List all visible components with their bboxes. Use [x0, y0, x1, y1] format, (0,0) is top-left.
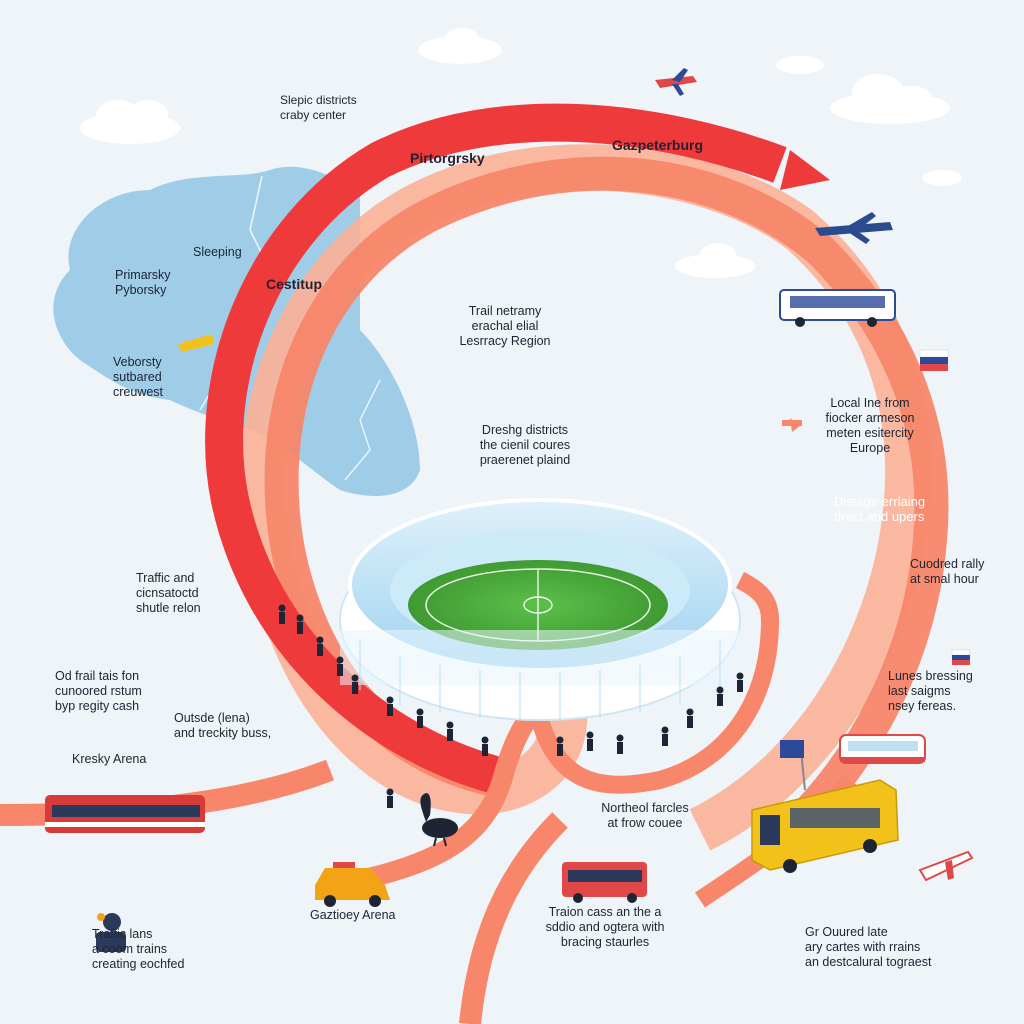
- city-bus-icon: [562, 862, 647, 903]
- transit-arcs: [0, 103, 949, 1024]
- primorsky-label: Primarsky Pyborsky: [115, 268, 171, 297]
- outside-arena-label: Outsde (lena) and treckity buss,: [174, 711, 272, 740]
- vyborgsky-label: Veborsty sutbared creuwest: [113, 355, 164, 399]
- yellow-bus-icon: [751, 779, 899, 873]
- plane-icon-bottom-right: [918, 850, 974, 882]
- gr-outdated-label: Gr Ouured late ary cartes with rrains an…: [805, 925, 932, 969]
- trains-stadium-label: Traion cass an the a sddio and ogtera wi…: [545, 905, 665, 949]
- people-icon: [278, 604, 744, 808]
- trail-region-label: Trail netramy erachal elial Lesrracy Reg…: [459, 304, 551, 348]
- sleeping-label: Sleeping: [193, 245, 242, 259]
- tram-icon: [839, 734, 926, 764]
- districts-center-label: Dreshg districts the cienil coures praer…: [479, 423, 571, 467]
- russia-flag-icon: [919, 349, 971, 665]
- plane-icon-top: [655, 68, 697, 96]
- train-icon-left: [45, 795, 205, 833]
- taxi-icon: [315, 862, 390, 907]
- eu-flag-icon: [780, 739, 806, 791]
- small-plane-icon: [178, 334, 802, 432]
- map-label: Cestitup: [266, 276, 322, 292]
- traffic-shuttle-label: Traffic and cicnsatoctd shutle relon: [136, 571, 201, 615]
- clouds: [80, 28, 962, 278]
- arc-label-right: Gazpeterburg: [612, 137, 704, 153]
- gazprom-arena-label: Gaztioey Arena: [310, 908, 396, 922]
- northeol-label: Northeol farcles at frow couee: [601, 801, 689, 830]
- stadium: [339, 498, 741, 721]
- person-icon: [96, 913, 126, 952]
- top-note-label: Slepic districts craby center: [280, 93, 357, 122]
- crowded-label: Cuodred rally at smal hour: [910, 557, 985, 586]
- plane-icon-right: [815, 212, 893, 244]
- goose-icon: [420, 793, 458, 847]
- distage-label: Distage errlaing drect and upers: [834, 494, 926, 524]
- kresky-arena-label: Kresky Arena: [72, 752, 147, 766]
- bus-icon-right: [779, 289, 896, 327]
- lines-breaking-label: Lunes bressing last saigms nsey fereas.: [888, 669, 973, 713]
- arc-label-left: Pirtorgrsky: [410, 150, 485, 166]
- traffic-lanes-label: Traffic lans a coom trains creating eoch…: [92, 927, 185, 971]
- trail-tais-label: Od frail tais fon cunoored rstum byp reg…: [55, 669, 142, 713]
- local-line-label: Local Ine from fiocker armeson meten esi…: [825, 396, 915, 455]
